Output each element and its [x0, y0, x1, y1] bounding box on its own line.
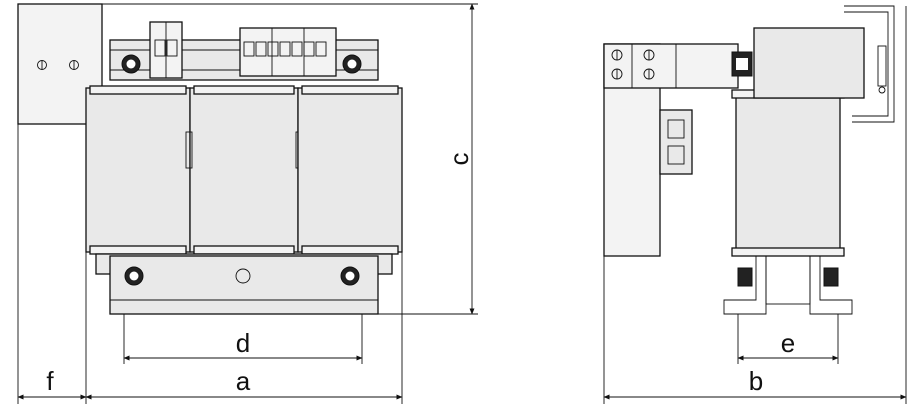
- bracket-hole-center: [235, 268, 251, 284]
- dimension-b-label: b: [749, 366, 763, 396]
- dimension-a-label: a: [236, 366, 251, 396]
- terminal-block-left: [149, 21, 183, 79]
- coil-left: [85, 85, 191, 255]
- terminal-strip: [239, 27, 337, 77]
- front-view: [17, 3, 403, 315]
- bracket-bolt-right: [340, 266, 360, 286]
- rail-bolt-right: [342, 54, 362, 74]
- side-cover: [753, 5, 895, 123]
- dimension-d-label: d: [236, 328, 250, 358]
- side-top-plate: [603, 43, 739, 89]
- side-screws: [611, 49, 655, 80]
- dimension-lines: [17, 3, 907, 404]
- side-nut: [731, 51, 753, 77]
- coil-middle: [185, 85, 303, 255]
- side-coil: [731, 89, 845, 257]
- bracket-bolt-left: [124, 266, 144, 286]
- coil-right: [297, 85, 403, 255]
- side-view: [603, 5, 895, 315]
- dimension-e-label: e: [781, 328, 795, 358]
- dimension-c-label: c: [444, 153, 474, 166]
- rail-bolt-left: [121, 54, 141, 74]
- side-foot: [723, 255, 853, 315]
- dimension-f-label: f: [46, 366, 54, 396]
- bottom-bracket: [95, 253, 393, 315]
- side-terminal-block: [659, 109, 693, 175]
